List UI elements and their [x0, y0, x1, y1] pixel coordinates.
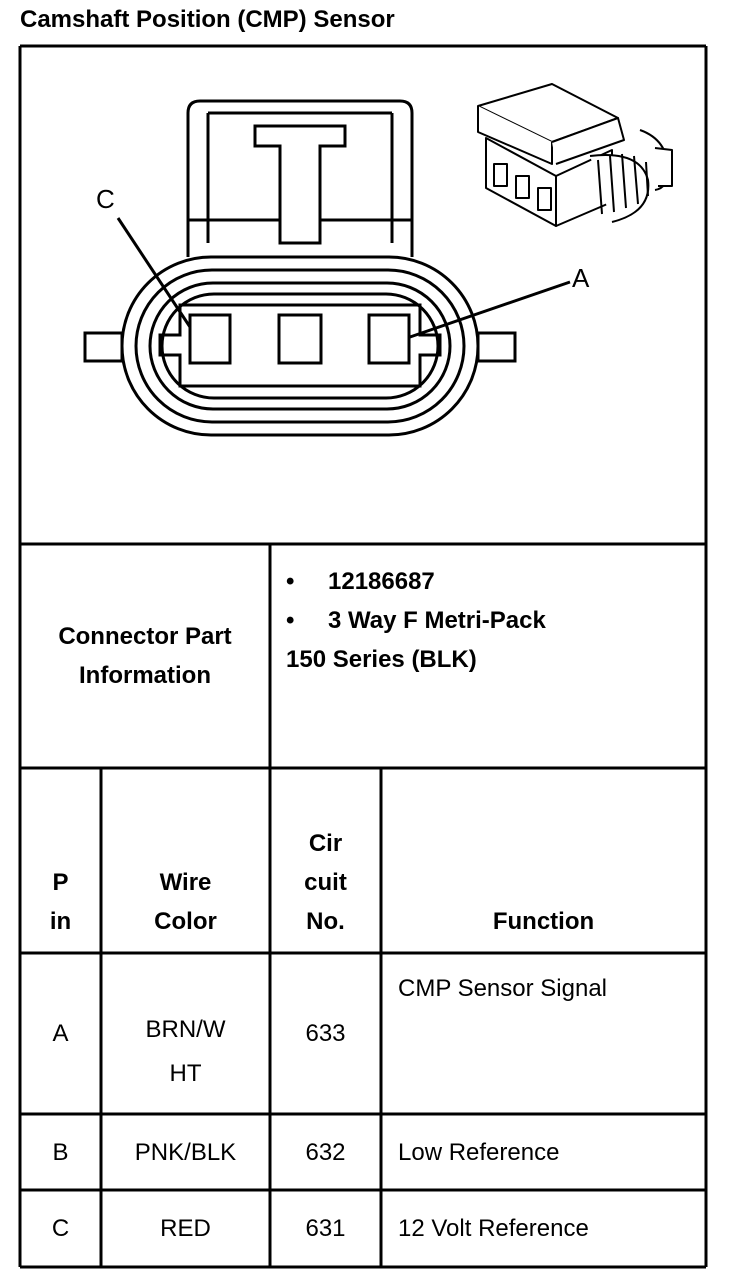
connector-series: 150 Series (BLK)	[286, 646, 477, 673]
header-circuit-no: Cir cuit No.	[304, 830, 347, 935]
row-a-wire-color: BRN/W HT	[145, 1015, 226, 1087]
connector-type: 3 Way F Metri-Pack	[328, 607, 546, 634]
header-pin: P in	[49, 869, 72, 935]
part-number: 12186687	[328, 568, 435, 595]
bullet-icon: •	[286, 607, 295, 634]
row-a-circuit: 633	[305, 1020, 346, 1047]
part-number-item: • 12186687	[286, 562, 546, 601]
row-b-wire-color: PNK/BLK	[134, 1138, 237, 1166]
connector-info-label-line2: Information	[79, 662, 211, 689]
row-c-wire-color: RED	[160, 1215, 211, 1242]
row-c-circuit: 631	[305, 1215, 346, 1242]
page-title: Camshaft Position (CMP) Sensor	[20, 6, 395, 33]
header-function: Function	[492, 908, 595, 935]
row-a-pin: A	[52, 1020, 69, 1047]
pin-c-label: C	[96, 184, 115, 214]
row-c-pin: C	[51, 1215, 70, 1242]
row-b-pin: B	[52, 1138, 69, 1166]
header-wire-color: Wire Color	[154, 869, 217, 935]
connector-info-label: Connector Part Information	[20, 544, 270, 768]
connector-type-item: • 3 Way F Metri-Pack	[286, 601, 546, 640]
bullet-icon: •	[286, 568, 295, 595]
connector-face-drawing	[83, 99, 571, 437]
row-b-circuit: 632	[305, 1138, 346, 1166]
row-c-function: 12 Volt Reference	[398, 1215, 589, 1242]
connector-part-details: • 12186687 • 3 Way F Metri-Pack 150 Series…	[286, 562, 546, 679]
row-b-function: Low Reference	[398, 1138, 560, 1166]
connector-info-label-line1: Connector Part	[58, 623, 232, 650]
pin-a-label: A	[572, 263, 590, 293]
connector-3d-illustration	[477, 83, 673, 227]
row-a-function: CMP Sensor Signal	[398, 975, 607, 1002]
table-grid	[18, 44, 708, 1269]
